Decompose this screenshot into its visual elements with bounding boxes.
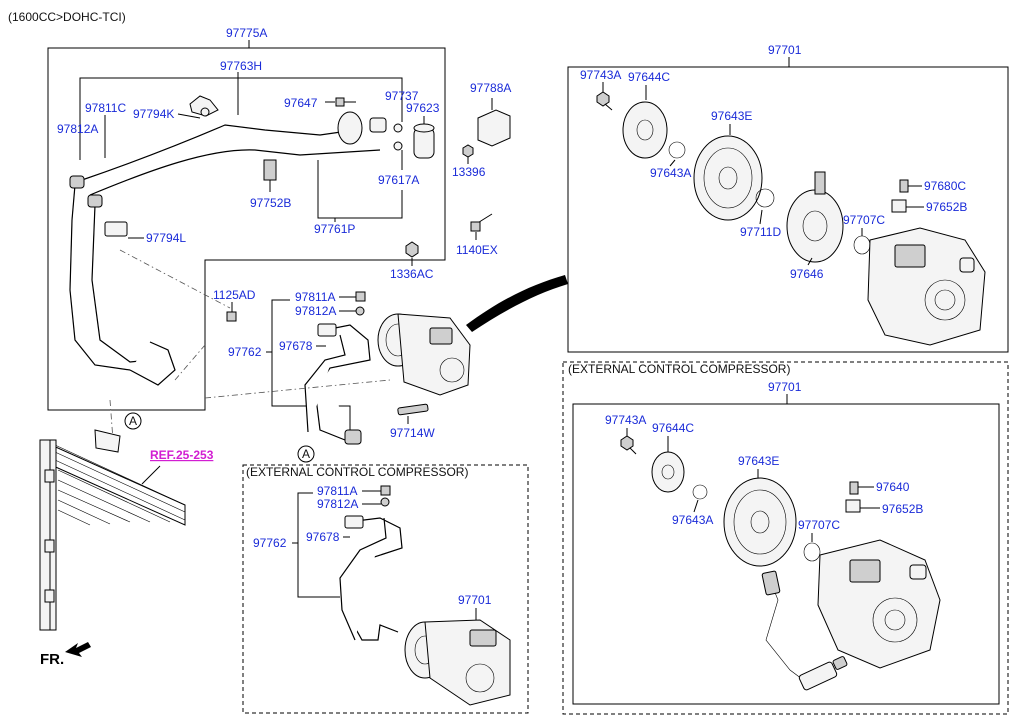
- label-97763H[interactable]: 97763H: [220, 59, 262, 73]
- label-97652B-top[interactable]: 97652B: [926, 200, 967, 214]
- label-97652B-right[interactable]: 97652B: [882, 502, 923, 516]
- label-97707C-top[interactable]: 97707C: [843, 213, 885, 227]
- label-97811A[interactable]: 97811A: [295, 290, 335, 304]
- label-97640[interactable]: 97640: [876, 480, 910, 494]
- label-97701-top[interactable]: 97701: [768, 43, 802, 57]
- ext-control-title-right: (EXTERNAL CONTROL COMPRESSOR): [568, 362, 790, 376]
- label-97794K[interactable]: 97794K: [133, 107, 174, 121]
- main-assembly: 97775A 97763H 97811C 97812A 97794K 9: [47, 26, 446, 411]
- compressor-middle-ext-body[interactable]: [404, 619, 511, 706]
- reference-section: A A REF.25-253 FR.: [39, 344, 391, 668]
- label-97762[interactable]: 97762: [228, 345, 262, 359]
- label-97623[interactable]: 97623: [406, 101, 440, 115]
- label-97737[interactable]: 97737: [385, 89, 419, 103]
- label-97646[interactable]: 97646: [790, 267, 824, 281]
- external-control-right: (EXTERNAL CONTROL COMPRESSOR) 97701 9774…: [562, 361, 1009, 715]
- callout-a-top: A: [129, 414, 137, 428]
- label-97811C[interactable]: 97811C: [85, 101, 126, 115]
- label-97678[interactable]: 97678: [279, 339, 313, 353]
- label-97752B[interactable]: 97752B: [250, 196, 291, 210]
- label-1140EX[interactable]: 1140EX: [456, 243, 498, 257]
- label-97701-right[interactable]: 97701: [768, 380, 802, 394]
- label-97794L[interactable]: 97794L: [146, 231, 186, 245]
- label-97644C-right[interactable]: 97644C: [652, 421, 694, 435]
- label-97644C-top[interactable]: 97644C: [628, 70, 670, 84]
- compressor-top-body[interactable]: [867, 227, 986, 346]
- label-97701-ext[interactable]: 97701: [458, 593, 492, 607]
- label-97812A-ext[interactable]: 97812A: [317, 497, 358, 511]
- label-97811A-ext[interactable]: 97811A: [317, 484, 357, 498]
- label-97775A[interactable]: 97775A: [226, 26, 267, 40]
- front-arrow-icon: [65, 642, 91, 657]
- label-97647[interactable]: 97647: [284, 96, 318, 110]
- label-97812A[interactable]: 97812A: [57, 122, 98, 136]
- label-97762-ext[interactable]: 97762: [253, 536, 287, 550]
- label-97743A-top[interactable]: 97743A: [580, 68, 621, 82]
- label-97707C-right[interactable]: 97707C: [798, 518, 840, 532]
- label-97680C[interactable]: 97680C: [924, 179, 966, 193]
- label-97761P[interactable]: 97761P: [314, 222, 355, 236]
- loose-parts: 97788A 13396 1140EX: [452, 81, 511, 257]
- external-control-middle: (EXTERNAL CONTROL COMPRESSOR) 97811A 978…: [242, 464, 529, 714]
- label-97643A-right[interactable]: 97643A: [672, 513, 713, 527]
- label-97788A[interactable]: 97788A: [470, 81, 511, 95]
- front-direction-label: FR.: [40, 651, 64, 668]
- label-97617A[interactable]: 97617A: [378, 173, 419, 187]
- ref-link[interactable]: REF.25-253: [150, 448, 214, 462]
- label-97643A-top[interactable]: 97643A: [650, 166, 691, 180]
- label-1336AC[interactable]: 1336AC: [390, 267, 434, 281]
- label-13396[interactable]: 13396: [452, 165, 486, 179]
- compressor-middle[interactable]: [377, 313, 471, 396]
- ext-control-title-middle: (EXTERNAL CONTROL COMPRESSOR): [246, 465, 468, 479]
- compressor-right-body[interactable]: [817, 539, 941, 669]
- label-97643E-top[interactable]: 97643E: [711, 109, 752, 123]
- compressor-assembly-top: 97701 97743A 97644C 97643A 97643E 97711D…: [567, 43, 1009, 353]
- label-97812A-mid[interactable]: 97812A: [295, 304, 336, 318]
- callout-a-mid: A: [302, 447, 310, 461]
- label-97714W[interactable]: 97714W: [390, 426, 435, 440]
- label-97643E-right[interactable]: 97643E: [738, 454, 779, 468]
- label-97678-ext[interactable]: 97678: [306, 530, 340, 544]
- label-97743A-right[interactable]: 97743A: [605, 413, 646, 427]
- engine-spec-title: (1600CC>DOHC-TCI): [8, 10, 126, 24]
- line-set-97762: 1125AD 97811A 97812A 97762 97678 97714W: [213, 275, 568, 445]
- label-1125AD[interactable]: 1125AD: [213, 288, 256, 302]
- label-97711D[interactable]: 97711D: [740, 225, 781, 239]
